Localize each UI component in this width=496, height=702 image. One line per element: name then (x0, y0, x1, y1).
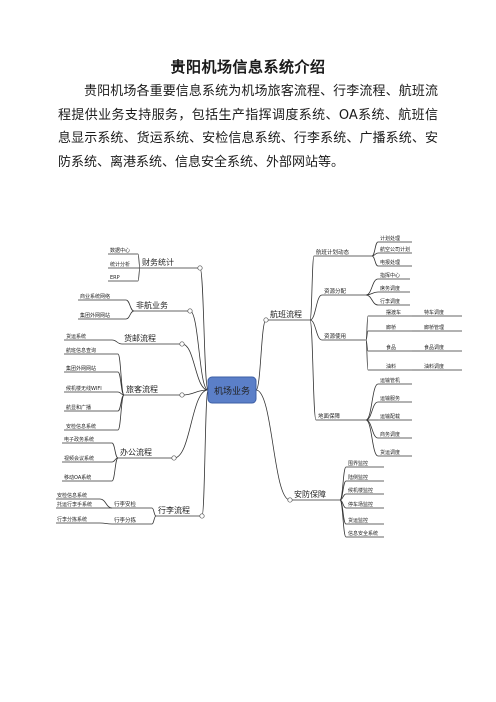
leaf-label: 油料调度 (424, 363, 444, 370)
leaf-label: 食品 (386, 344, 396, 351)
sub-branch-label: 地面保障 (318, 412, 341, 420)
branch-knob[interactable] (263, 317, 269, 323)
leaf-label: 集团外网网站 (66, 365, 96, 372)
leaf-label: 托运行李手系统 (57, 501, 92, 508)
sub-branch-label: 行李分拣 (114, 516, 137, 524)
branch-0-label: 财务统计 (142, 257, 174, 267)
branch-knob[interactable] (179, 341, 185, 347)
leaf-label: 货运系统 (66, 333, 86, 340)
branch-flight-label: 航班流程 (270, 309, 302, 319)
branch-2-label: 货邮流程 (124, 333, 156, 343)
leaf-label: 运输配载 (380, 413, 400, 420)
leaf-label: 航班信息查询 (66, 347, 96, 354)
leaf-label: 廊桥 (386, 324, 396, 331)
leaf-label: 廊桥管理 (424, 324, 444, 331)
leaf-label: 计划处理 (380, 235, 400, 242)
central-node-label: 机场业务 (214, 385, 250, 397)
leaf-label: 席务调度 (380, 285, 400, 292)
sub-branch-label: 航班计划动态 (316, 248, 350, 256)
branch-1-label: 非航业务 (136, 300, 168, 310)
central-node[interactable] (207, 376, 257, 404)
leaf-label: 候机楼监控 (348, 487, 373, 494)
leaf-label: 电子政务系统 (64, 436, 94, 443)
leaf-label: 货运监控 (348, 517, 368, 524)
document-title: 贵阳机场信息系统介绍 (170, 58, 326, 76)
leaf-label: 围界监控 (348, 460, 368, 467)
branch-knob[interactable] (197, 265, 203, 271)
sub-branch-label: 资源分配 (324, 287, 347, 295)
branch-5-label: 行李流程 (158, 505, 190, 515)
leaf-label: 食品调度 (424, 344, 444, 351)
branch-knob[interactable] (199, 513, 205, 519)
leaf-label: 移动OA系统 (64, 474, 91, 481)
leaf-label: 特车调度 (424, 309, 444, 316)
leaf-label: 信息安全系统 (348, 530, 378, 537)
leaf-label: 安检信息系统 (57, 492, 87, 499)
leaf-label: 运输管机 (380, 377, 400, 384)
sub-branch-label: 资源使用 (324, 332, 346, 340)
leaf-label: 数据中心 (110, 247, 130, 254)
leaf-label: 航空公司计划 (380, 246, 410, 253)
leaf-label: 安检信息系统 (66, 423, 96, 430)
branch-security-label: 安防保障 (294, 489, 326, 499)
leaf-label: 候机楼无线WIFI (66, 385, 102, 392)
leaf-label: 行李调度 (380, 298, 400, 305)
sub-branch-label: 行李安检 (114, 500, 137, 508)
branch-4-label: 办公流程 (120, 447, 152, 457)
leaf-label: 行李分拣系统 (57, 516, 87, 523)
leaf-label: 商业系统网络 (80, 293, 110, 300)
leaf-label: 指挥中心 (380, 272, 400, 279)
leaf-label: 摆渡车 (386, 309, 401, 316)
leaf-label: 停车场监控 (348, 501, 373, 508)
leaf-label: 视频会议系统 (64, 455, 94, 462)
branch-knob[interactable] (287, 497, 293, 503)
branch-3-label: 旅客流程 (126, 384, 158, 394)
intro-paragraph: 贵阳机场各重要信息系统为机场旅客流程、行李流程、航班流程提供业务支持服务，包括生… (58, 84, 438, 170)
leaf-label: 运输服务 (380, 395, 400, 402)
leaf-label: 电报处理 (380, 259, 400, 266)
leaf-label: ERP (110, 275, 120, 281)
leaf-label: 统计分析 (110, 261, 130, 268)
leaf-label: 商务调度 (380, 431, 400, 438)
leaf-label: 集团外网网站 (80, 312, 110, 319)
leaf-label: 油料 (386, 363, 396, 370)
leaf-label: 货运调度 (380, 449, 400, 456)
branch-knob[interactable] (179, 392, 185, 398)
leaf-label: 陆侧监控 (348, 474, 368, 481)
branch-knob[interactable] (187, 308, 193, 314)
leaf-label: 航显和广播 (66, 404, 91, 411)
branch-knob[interactable] (171, 455, 177, 461)
